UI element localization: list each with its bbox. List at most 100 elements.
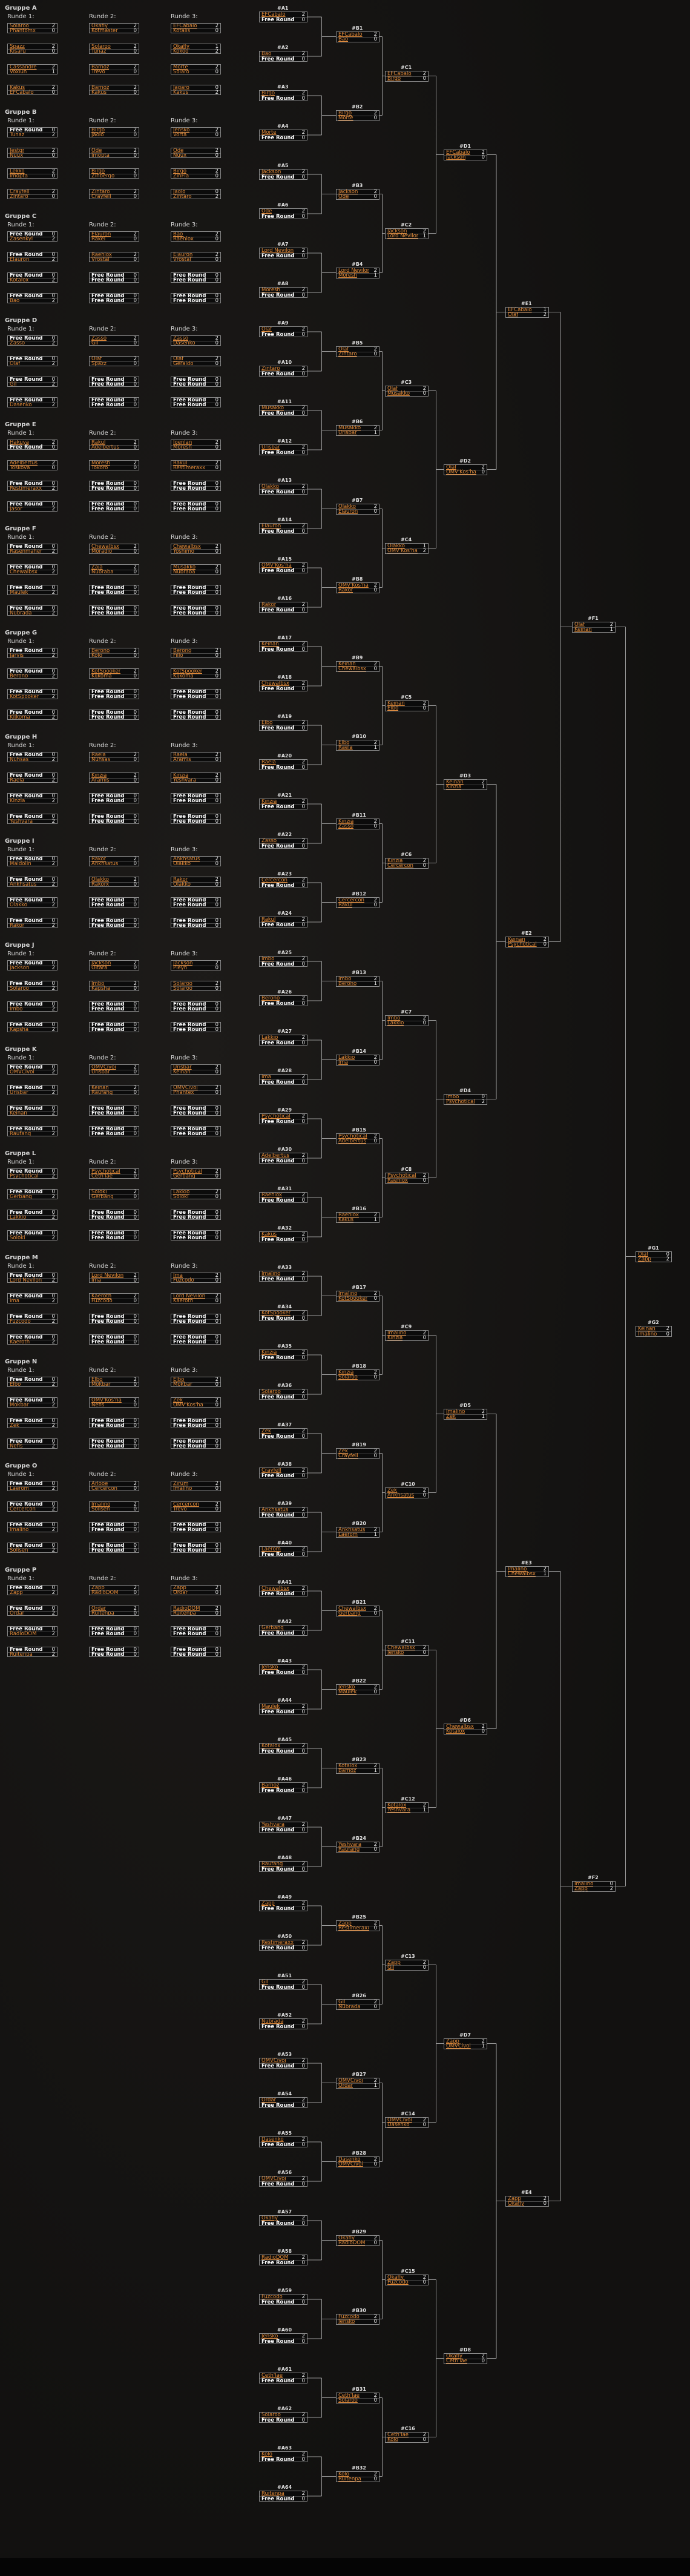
player-link[interactable]: Urisbar [10,1089,28,1095]
player-link[interactable]: Kijkoma [10,714,30,720]
player-link[interactable]: Olakko [173,881,191,887]
player-link[interactable]: Raehlox [338,1211,359,1218]
player-link[interactable]: Jackson [173,960,193,966]
player-link[interactable]: Moresh [173,444,192,450]
player-link[interactable]: RadioDOM [338,2240,366,2246]
player-link[interactable]: Rakul [338,902,353,908]
player-link[interactable]: Jensko [261,2333,278,2339]
player-link[interactable]: Olaf [173,356,184,362]
player-link[interactable]: Adelbertus [10,460,38,466]
player-link[interactable]: Ima [338,1059,348,1066]
player-link[interactable]: Jensko [338,1684,355,1690]
player-link[interactable]: Zek [338,1448,348,1454]
player-link[interactable]: OMVCivoi [261,2176,286,2182]
player-link[interactable]: Nubraba [91,568,114,575]
player-link[interactable]: Lord Nevilon [91,1273,124,1279]
player-link[interactable]: Ima [10,1297,19,1303]
player-link[interactable]: Rasenmaher [10,548,42,554]
player-link[interactable]: Trevo [173,1506,187,1512]
player-link[interactable]: Maidolin [10,860,31,866]
player-link[interactable]: Rakorx [91,881,110,887]
player-link[interactable]: Lakkio [338,1054,355,1061]
player-link[interactable]: Jackson [261,169,281,175]
player-link[interactable]: Joenlan [173,440,192,446]
player-link[interactable]: Olaf [10,360,21,366]
player-link[interactable]: Lekko [10,168,25,174]
player-link[interactable]: Zasso [10,340,25,346]
player-link[interactable]: Kapsha [10,1026,29,1032]
player-link[interactable]: Solaro [173,68,189,74]
player-link[interactable]: Jensko [387,1650,404,1656]
player-link[interactable]: Cercercon [91,1485,117,1491]
player-link[interactable]: Berono [10,673,28,679]
player-link[interactable]: Olakko [261,484,280,490]
player-link[interactable]: Kinzia [338,818,354,825]
player-link[interactable]: Berono [91,648,110,654]
player-link[interactable]: OMV'Kos'ha [387,548,418,554]
player-link[interactable]: Ankhsatus [173,856,200,862]
player-link[interactable]: Dasenko [261,2136,284,2143]
player-link[interactable]: Kisaru [10,48,26,54]
player-link[interactable]: Cercercon [10,1506,36,1512]
player-link[interactable]: Lord Nevilon [10,1277,42,1283]
player-link[interactable]: Imalino [387,1329,407,1336]
player-link[interactable]: Jackson [387,228,407,234]
player-link[interactable]: Kijkoma [173,673,194,679]
player-link[interactable]: OMVCivoi [446,2043,471,2049]
player-link[interactable]: Imalino [91,1501,111,1507]
player-link[interactable]: Olakko [91,877,110,883]
player-link[interactable]: Olakko [10,901,28,908]
player-link[interactable]: Zasso [261,838,277,844]
player-link[interactable]: Kinzia [261,799,277,805]
player-link[interactable]: Solaroo [91,44,111,50]
player-link[interactable]: Imalino [173,1485,192,1491]
player-link[interactable]: Ankhsatus [10,881,37,887]
player-link[interactable]: Keinan [446,779,464,785]
player-link[interactable]: Crayfell [338,1453,358,1459]
player-link[interactable]: Nubraba [173,568,196,575]
player-link[interactable]: Kinzia [387,857,403,864]
player-link[interactable]: Zintaro [10,193,28,199]
player-link[interactable]: Olakko [387,542,406,549]
player-link[interactable]: Solaroo [338,1374,358,1380]
player-link[interactable]: Fuzcodo [91,1297,113,1303]
player-link[interactable]: Elbo [173,1377,185,1383]
player-link[interactable]: Psychotical [261,1113,291,1119]
player-link[interactable]: Jestgr [10,148,25,154]
player-link[interactable]: Ruitenpa [261,2491,284,2497]
player-link[interactable]: Imalino [508,1566,527,1572]
player-link[interactable]: Ode [261,208,272,214]
player-link[interactable]: Moresh [338,272,357,278]
player-link[interactable]: Ima [91,1277,101,1283]
player-link[interactable]: Gil [261,1979,269,1985]
player-link[interactable]: Imalino [638,1331,657,1337]
player-link[interactable]: Kinzia [91,772,107,779]
player-link[interactable]: Chewalbsx [338,1605,366,1612]
player-link[interactable]: Yeshvara [10,818,33,824]
player-link[interactable]: Kakus [10,85,25,91]
player-link[interactable]: Bao [261,51,272,57]
player-link[interactable]: Restimeraxx [261,1940,294,1946]
player-link[interactable]: Chewalbsx [91,544,119,550]
player-link[interactable]: Psychotical [91,1168,120,1174]
player-link[interactable]: Adelbertus [261,1153,289,1159]
player-link[interactable]: Musakko [338,424,361,431]
player-link[interactable]: Maulek [10,589,28,595]
player-link[interactable]: Fuzcodo [10,1318,31,1324]
player-link[interactable]: Lord Nevilon [338,267,370,274]
player-link[interactable]: Laerom [261,1546,281,1552]
player-link[interactable]: Zasenkyl [10,236,33,242]
player-link[interactable]: Keinan [338,660,356,667]
player-link[interactable]: Pleyn [173,964,188,970]
player-link[interactable]: Gerbang [10,1193,32,1199]
player-link[interactable]: Keinan [508,936,525,943]
player-link[interactable]: Keinan [10,1110,27,1116]
player-link[interactable]: Gil [338,1998,346,2005]
player-link[interactable]: ZinFla [173,173,189,179]
player-link[interactable]: OMVCivoi [10,1069,34,1075]
player-link[interactable]: Raela [91,752,106,758]
player-link[interactable]: Nuhsas [10,756,29,762]
player-link[interactable]: Okafly [91,23,108,29]
player-link[interactable]: Gil [387,1965,395,1971]
player-link[interactable]: Crayfell [10,189,30,195]
